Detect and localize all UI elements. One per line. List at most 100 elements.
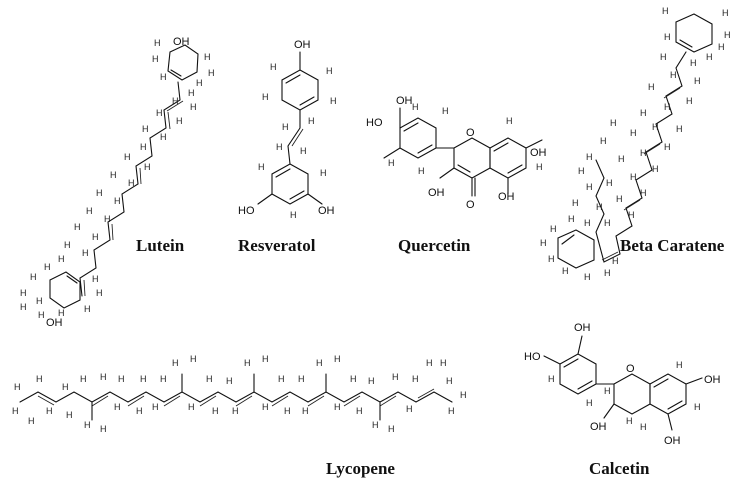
- hydrogen-atom-label: H: [114, 196, 121, 206]
- hydrogen-atom-label: H: [172, 96, 179, 106]
- hydrogen-atom-label: H: [44, 262, 51, 272]
- hydrogen-atom-label: H: [506, 116, 513, 126]
- hydrogen-atom-label: H: [356, 406, 363, 416]
- hydrogen-atom-label: H: [36, 374, 43, 384]
- hydrogen-atom-label: H: [104, 214, 111, 224]
- hydrogen-atom-label: H: [160, 72, 167, 82]
- hydrogen-atom-label: H: [154, 38, 161, 48]
- hydrogen-atom-label: H: [140, 374, 147, 384]
- hydrogen-atom-label: H: [64, 240, 71, 250]
- lutein-structure: OH OH: [46, 36, 199, 329]
- hydrogen-atom-label: H: [448, 406, 455, 416]
- hydrogen-atom-label: H: [290, 210, 297, 220]
- hydrogen-atom-label: H: [372, 420, 379, 430]
- quercetin-ring-o-label: O: [466, 127, 475, 139]
- hydrogen-atom-label: H: [100, 372, 107, 382]
- caratene-top-ring: [675, 13, 713, 53]
- resveratol-left-oh-label: HO: [238, 205, 255, 217]
- hydrogen-atom-label: H: [446, 376, 453, 386]
- quercetin-a-oh2-label: OH: [498, 191, 515, 203]
- hydrogen-atom-label: H: [604, 268, 611, 278]
- calcetin-c-oh-label: OH: [590, 421, 607, 433]
- hydrogen-atom-label: H: [14, 382, 21, 392]
- hydrogen-atom-label: H: [586, 398, 593, 408]
- hydrogen-atom-label: H: [232, 406, 239, 416]
- resveratol-lower-ring: [271, 163, 309, 205]
- hydrogen-atom-label: H: [618, 154, 625, 164]
- hydrogen-atom-label: H: [114, 402, 121, 412]
- hydrogen-atom-label: H: [92, 232, 99, 242]
- hydrogen-atom-label: H: [84, 420, 91, 430]
- hydrogen-atom-label: H: [572, 198, 579, 208]
- quercetin-c-ring: [453, 137, 491, 179]
- hydrogen-atom-label: H: [320, 168, 327, 178]
- resveratol-upper-ring: [281, 69, 319, 111]
- hydrogen-atom-label: H: [118, 374, 125, 384]
- hydrogen-atom-label: H: [442, 106, 449, 116]
- hydrogen-atom-label: H: [460, 390, 467, 400]
- hydrogen-atom-label: H: [278, 374, 285, 384]
- hydrogen-atom-label: H: [270, 62, 277, 72]
- hydrogen-atom-label: H: [578, 166, 585, 176]
- hydrogen-atom-label: H: [28, 416, 35, 426]
- lutein-top-ring: [167, 44, 199, 81]
- hydrogen-atom-label: H: [20, 288, 27, 298]
- hydrogen-atom-label: H: [190, 354, 197, 364]
- hydrogen-atom-label: H: [690, 58, 697, 68]
- hydrogen-atom-label: H: [368, 376, 375, 386]
- hydrogen-atom-label: H: [612, 256, 619, 266]
- hydrogen-atom-label: H: [640, 108, 647, 118]
- hydrogen-atom-label: H: [84, 304, 91, 314]
- quercetin-b-oh1-label: OH: [396, 95, 413, 107]
- hydrogen-atom-label: H: [96, 188, 103, 198]
- hydrogen-atom-label: H: [412, 102, 419, 112]
- hydrogen-atom-label: H: [694, 402, 701, 412]
- hydrogen-atom-label: H: [244, 358, 251, 368]
- hydrogen-atom-label: H: [630, 172, 637, 182]
- hydrogen-atom-label: H: [282, 122, 289, 132]
- hydrogen-atom-label: H: [586, 152, 593, 162]
- resveratol-structure: OH HO OH: [238, 39, 335, 217]
- quercetin-b-oh2-label: HO: [366, 117, 383, 129]
- hydrogen-atom-label: H: [100, 424, 107, 434]
- hydrogen-atom-label: H: [584, 218, 591, 228]
- hydrogen-atom-label: H: [152, 402, 159, 412]
- calcetin-a-ring: [649, 373, 687, 415]
- hydrogen-atom-label: H: [58, 308, 65, 318]
- lycopene-label: Lycopene: [326, 459, 395, 478]
- hydrogen-atom-label: H: [96, 288, 103, 298]
- hydrogen-atom-label: H: [610, 118, 617, 128]
- hydrogen-atom-label: H: [676, 124, 683, 134]
- hydrogen-atom-label: H: [652, 122, 659, 132]
- hydrogen-atom-label: H: [604, 386, 611, 396]
- hydrogen-atom-label: H: [330, 96, 337, 106]
- hydrogen-atom-label: H: [406, 404, 413, 414]
- hydrogen-atom-label: H: [350, 374, 357, 384]
- hydrogen-atom-label: H: [662, 6, 669, 16]
- hydrogen-atom-label: H: [640, 148, 647, 158]
- quercetin-a-oh1-label: OH: [530, 147, 547, 159]
- quercetin-c-oh-label: OH: [428, 187, 445, 199]
- hydrogen-atom-label: H: [540, 238, 547, 248]
- calcetin-a-oh1-label: OH: [704, 374, 721, 386]
- hydrogen-atom-label: H: [62, 382, 69, 392]
- hydrogen-atom-label: H: [142, 124, 149, 134]
- resveratol-label: Resveratol: [238, 236, 316, 255]
- hydrogen-atom-label: H: [30, 272, 37, 282]
- hydrogen-atom-label: H: [426, 358, 433, 368]
- hydrogen-atom-label: H: [334, 354, 341, 364]
- hydrogen-atom-label: H: [140, 142, 147, 152]
- quercetin-structure: OH HO O O OH OH OH: [366, 95, 547, 211]
- hydrogen-atom-label: H: [190, 102, 197, 112]
- hydrogen-atom-label: H: [66, 410, 73, 420]
- calcetin-structure: OH HO O OH OH OH: [524, 322, 721, 447]
- resveratol-right-oh-label: OH: [318, 205, 335, 217]
- calcetin-c-ring: [613, 373, 651, 415]
- hydrogen-atom-label: H: [262, 402, 269, 412]
- hydrogen-atom-label: H: [706, 52, 713, 62]
- hydrogen-atom-label: H: [648, 82, 655, 92]
- hydrogen-atom-label: H: [160, 132, 167, 142]
- hydrogen-atom-label: H: [38, 310, 45, 320]
